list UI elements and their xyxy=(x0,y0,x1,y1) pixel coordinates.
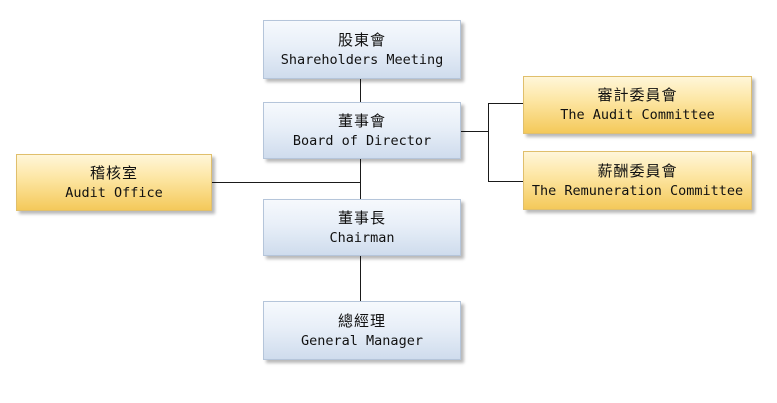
node-general-manager-en: General Manager xyxy=(301,332,423,349)
node-shareholders-meeting-zh: 股東會 xyxy=(337,30,386,49)
node-chairman-zh: 董事長 xyxy=(337,208,386,227)
connector-shareholders-board xyxy=(360,79,361,102)
node-audit-office-zh: 稽核室 xyxy=(89,163,138,182)
node-audit-committee: 審計委員會 The Audit Committee xyxy=(523,76,752,134)
node-shareholders-meeting-en: Shareholders Meeting xyxy=(280,51,444,68)
node-remuneration-committee-en: The Remuneration Committee xyxy=(531,182,744,199)
node-audit-office: 稽核室 Audit Office xyxy=(16,154,212,211)
node-remuneration-committee-zh: 薪酬委員會 xyxy=(597,161,678,180)
node-board-of-director-zh: 董事會 xyxy=(337,111,386,130)
connector-audit-office xyxy=(212,182,361,183)
node-chairman: 董事長 Chairman xyxy=(263,199,461,256)
node-general-manager-zh: 總經理 xyxy=(337,311,386,330)
node-board-of-director: 董事會 Board of Director xyxy=(263,102,461,159)
connector-board-chairman xyxy=(360,159,361,199)
node-remuneration-committee: 薪酬委員會 The Remuneration Committee xyxy=(523,151,752,210)
node-board-of-director-en: Board of Director xyxy=(292,132,432,149)
node-audit-office-en: Audit Office xyxy=(65,184,163,201)
node-shareholders-meeting: 股東會 Shareholders Meeting xyxy=(263,20,461,79)
connector-audit-committee xyxy=(488,103,523,104)
node-chairman-en: Chairman xyxy=(329,229,395,246)
connector-remuneration-committee xyxy=(488,181,523,182)
connector-chairman-general-manager xyxy=(360,256,361,301)
node-audit-committee-zh: 審計委員會 xyxy=(597,86,678,104)
node-audit-committee-en: The Audit Committee xyxy=(560,107,715,123)
connector-committees-vertical xyxy=(488,103,489,182)
node-general-manager: 總經理 General Manager xyxy=(263,301,461,360)
connector-board-committees xyxy=(460,131,489,132)
